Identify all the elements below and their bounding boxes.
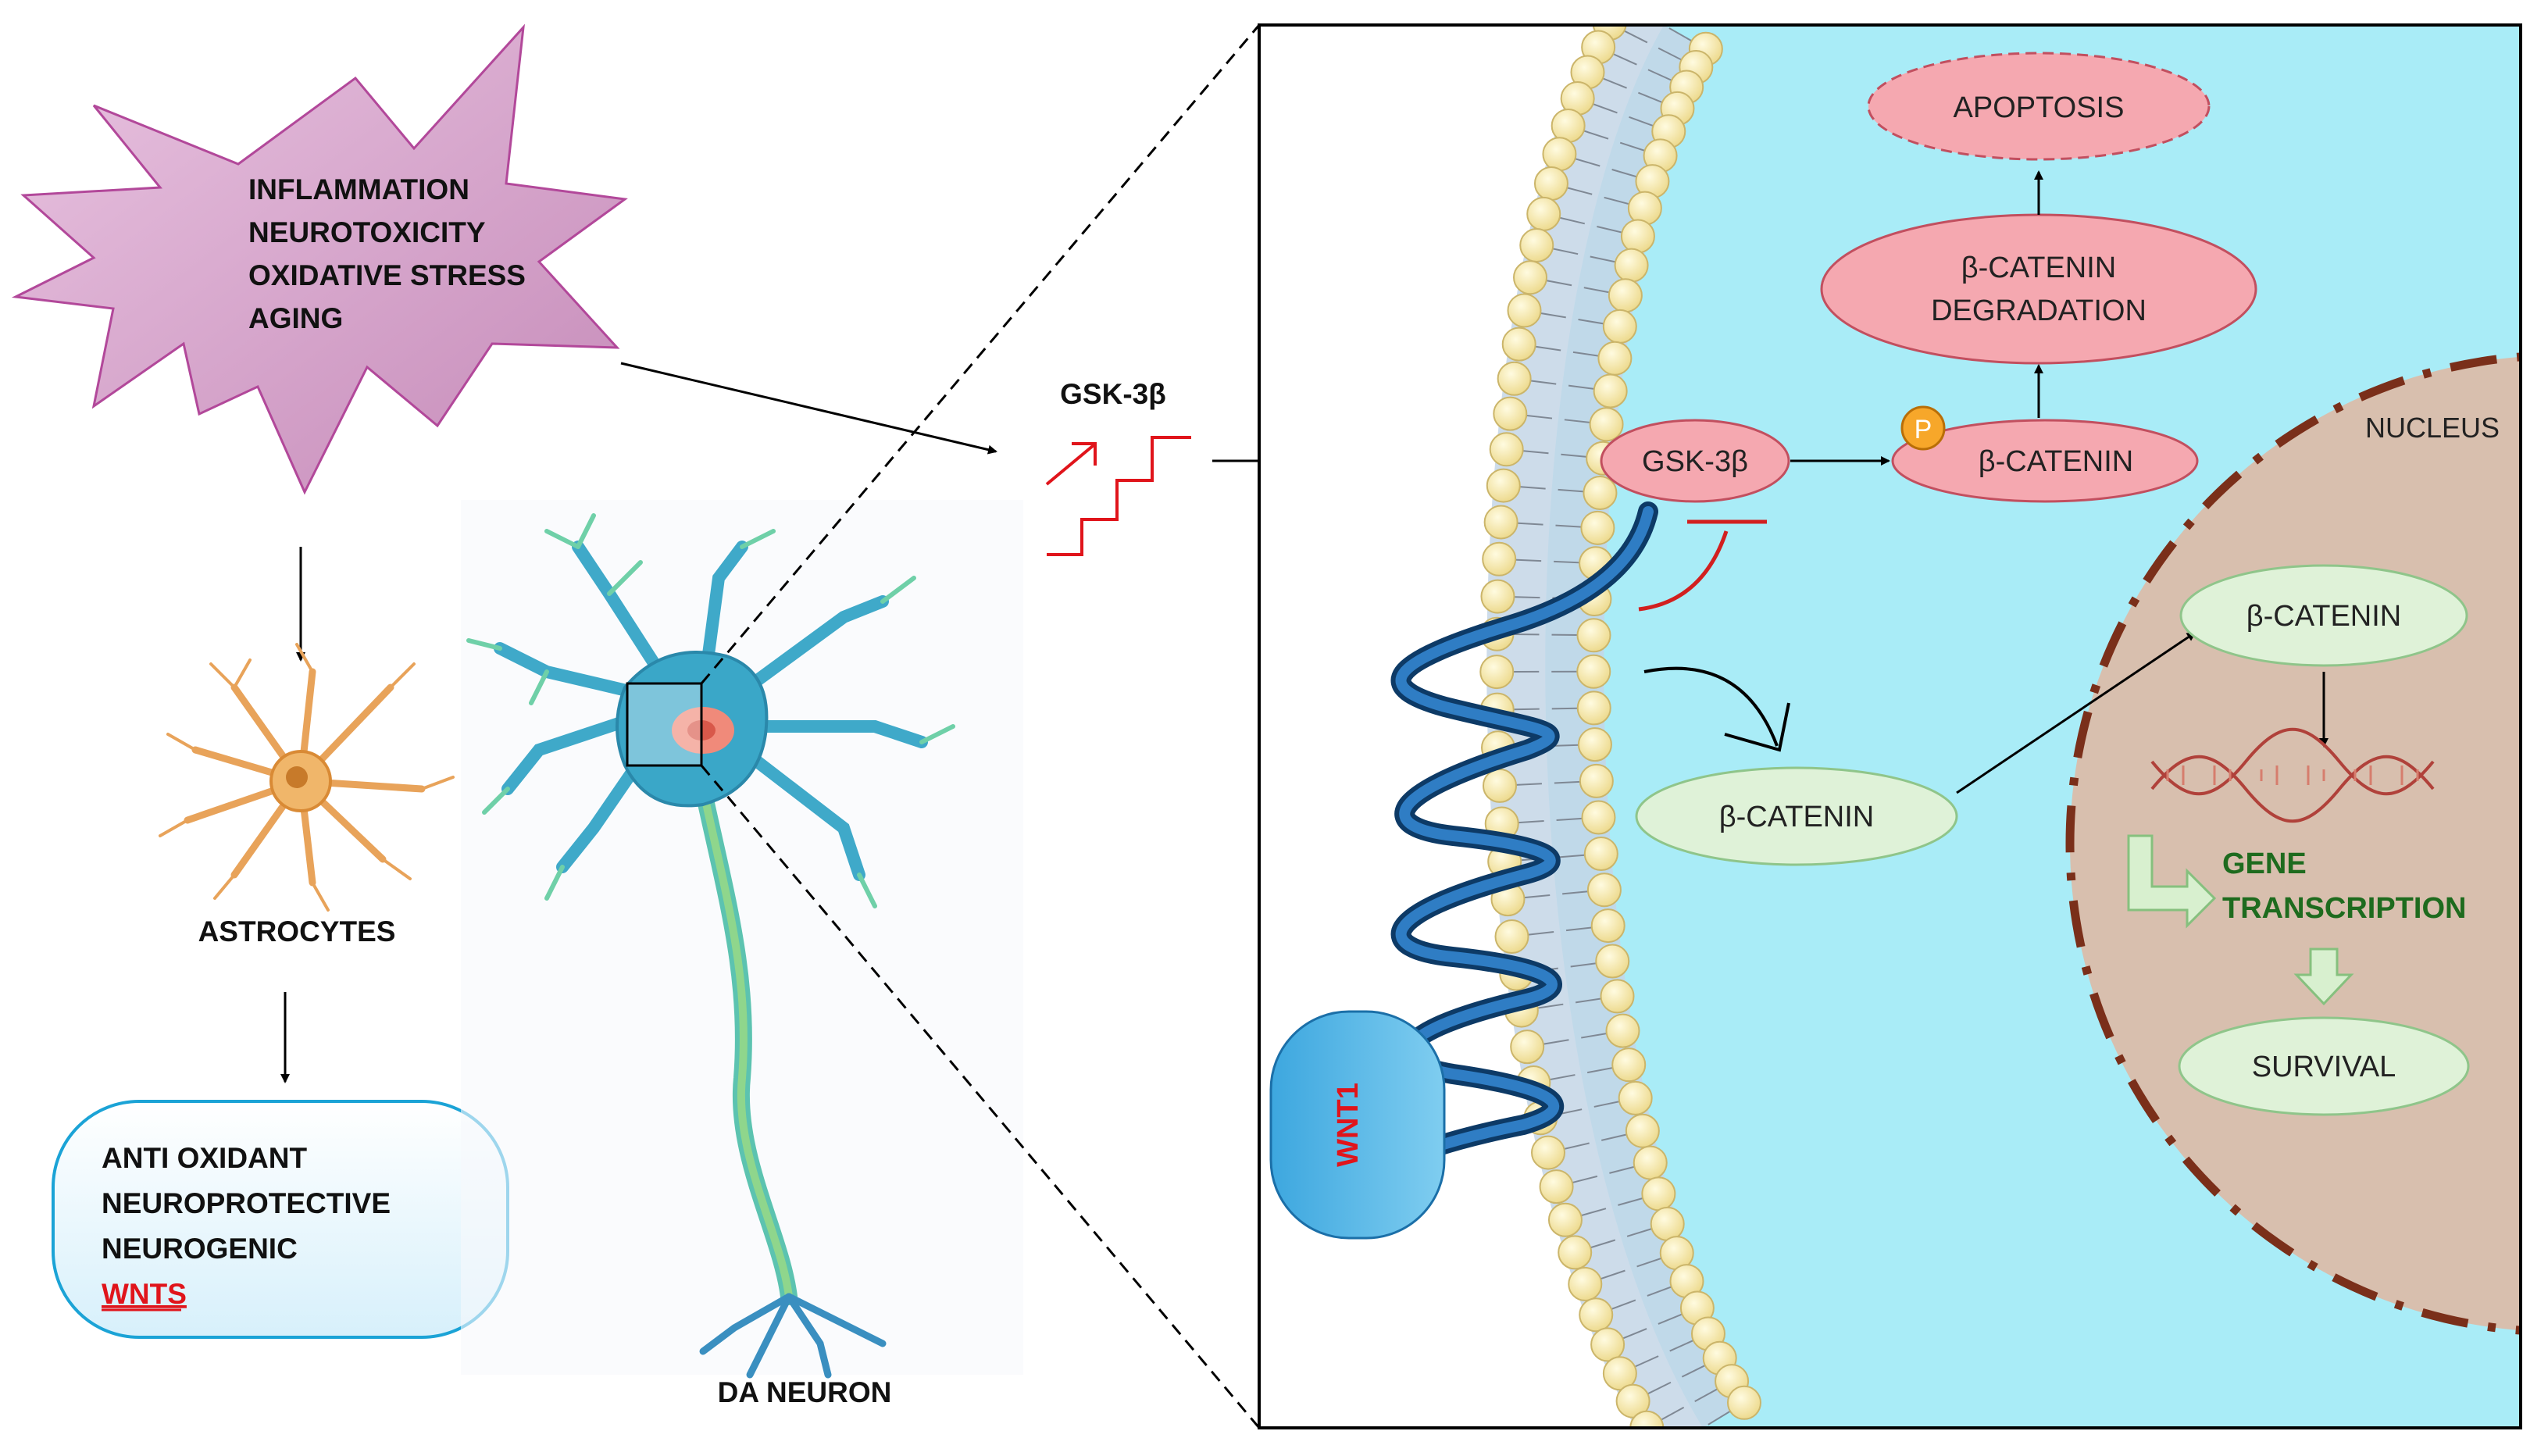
lipid-head bbox=[1604, 310, 1636, 343]
transcription-label-2: TRANSCRIPTION bbox=[2222, 892, 2466, 925]
lipid-head bbox=[1594, 375, 1627, 408]
lipid-head bbox=[1579, 728, 1611, 761]
lipid-head bbox=[1626, 1115, 1659, 1147]
lipid-head bbox=[1615, 249, 1648, 282]
lipid-head bbox=[1642, 1177, 1675, 1210]
stressor-item: NEUROTOXICITY bbox=[248, 216, 486, 248]
lipid-head bbox=[1583, 476, 1616, 509]
lipid-head bbox=[1609, 279, 1642, 312]
degradation-label-1: β-CATENIN bbox=[1961, 252, 2116, 284]
lipid-head bbox=[1485, 505, 1518, 538]
arrow-stress-to-gsk bbox=[621, 363, 996, 451]
lipid-head bbox=[1605, 0, 1638, 17]
da-neuron-label: DA NEURON bbox=[718, 1376, 892, 1408]
lipid-head bbox=[1598, 342, 1631, 375]
lipid-head bbox=[1612, 1048, 1645, 1081]
increase-steps-icon bbox=[1047, 437, 1191, 555]
stressor-item: OXIDATIVE STRESS bbox=[248, 259, 526, 291]
lipid-head bbox=[1498, 362, 1531, 395]
lipid-head bbox=[1520, 229, 1553, 262]
lipid-head bbox=[1577, 655, 1610, 688]
wnt1-label: WNT1 bbox=[1332, 1083, 1365, 1167]
lipid-head bbox=[1535, 167, 1568, 200]
lipid-head bbox=[1606, 1015, 1639, 1047]
lipid-head bbox=[1558, 1236, 1591, 1269]
gsk-node-label: GSK-3β bbox=[1642, 445, 1748, 478]
lipid-head bbox=[1480, 655, 1513, 688]
stressor-item: INFLAMMATION bbox=[248, 173, 469, 205]
lipid-tail bbox=[1622, 1, 1658, 22]
lipid-head bbox=[1591, 1328, 1624, 1361]
lipid-head bbox=[1508, 294, 1541, 327]
lipid-head bbox=[1481, 580, 1514, 613]
lipid-head bbox=[1487, 469, 1520, 502]
lipid-head bbox=[1514, 261, 1547, 294]
lipid-head bbox=[1728, 1386, 1761, 1419]
lipid-head bbox=[1568, 1268, 1601, 1301]
lipid-head bbox=[1592, 909, 1625, 942]
lipid-head bbox=[1622, 219, 1654, 252]
bcatenin-phospho-label: β-CATENIN bbox=[1979, 445, 2133, 478]
zoom-box bbox=[627, 683, 701, 765]
lipid-head bbox=[1634, 1147, 1667, 1179]
lipid-head bbox=[1577, 619, 1610, 651]
lipid-head bbox=[1490, 433, 1523, 466]
lipid-head bbox=[1645, 1436, 1678, 1452]
lipid-head bbox=[1532, 1137, 1565, 1169]
astrocytes-label: ASTROCYTES bbox=[198, 915, 396, 947]
lipid-head bbox=[1601, 980, 1634, 1012]
bcatenin-free-label: β-CATENIN bbox=[1719, 801, 1874, 833]
lipid-head bbox=[1503, 328, 1536, 361]
lipid-head bbox=[1495, 920, 1528, 953]
lipid-head bbox=[1588, 873, 1621, 906]
lipid-head bbox=[1549, 1204, 1582, 1237]
astrocyte-icon bbox=[160, 644, 453, 910]
lipid-head bbox=[1483, 543, 1515, 576]
nucleus-label: NUCLEUS bbox=[2365, 412, 2500, 444]
wnts-highlight: WNTS bbox=[102, 1278, 187, 1310]
lipid-head bbox=[1580, 765, 1613, 798]
degradation-node bbox=[1822, 215, 2256, 363]
lipid-head bbox=[1619, 1082, 1652, 1115]
protective-item: NEUROGENIC bbox=[102, 1233, 298, 1265]
lipid-head bbox=[1596, 945, 1629, 978]
gsk-increase-label: GSK-3β bbox=[1060, 378, 1166, 410]
lipid-head bbox=[1543, 137, 1576, 170]
lipid-head bbox=[1540, 1170, 1573, 1203]
da-neuron-icon bbox=[461, 500, 1023, 1375]
protective-item: ANTI OXIDANT bbox=[102, 1142, 308, 1174]
transcription-label-1: GENE bbox=[2222, 848, 2307, 880]
lipid-head bbox=[1585, 837, 1618, 870]
survival-label: SURVIVAL bbox=[2252, 1051, 2396, 1083]
lipid-head bbox=[1483, 769, 1516, 802]
lipid-head bbox=[1511, 1030, 1543, 1063]
cell-panel: WNT1 APOPTOSIS β-CATENIN DEGRADATION GSK… bbox=[1259, 0, 2523, 1452]
apoptosis-label: APOPTOSIS bbox=[1954, 91, 2125, 124]
lipid-head bbox=[1578, 691, 1611, 724]
lipid-head bbox=[1590, 408, 1623, 441]
lipid-head bbox=[1582, 801, 1615, 834]
lipid-head bbox=[1581, 512, 1614, 544]
lipid-head bbox=[1651, 1208, 1684, 1240]
nucleus-bcatenin-label: β-CATENIN bbox=[2246, 600, 2401, 633]
lipid-head bbox=[1527, 198, 1560, 230]
lipid-tail bbox=[1661, 1431, 1697, 1452]
lipid-head bbox=[1493, 398, 1526, 430]
protective-item: NEUROPROTECTIVE bbox=[102, 1187, 391, 1219]
stressor-item: AGING bbox=[248, 302, 343, 334]
degradation-label-2: DEGRADATION bbox=[1931, 294, 2147, 327]
lipid-head bbox=[1579, 1298, 1612, 1331]
phosphate-label: P bbox=[1915, 415, 1932, 444]
